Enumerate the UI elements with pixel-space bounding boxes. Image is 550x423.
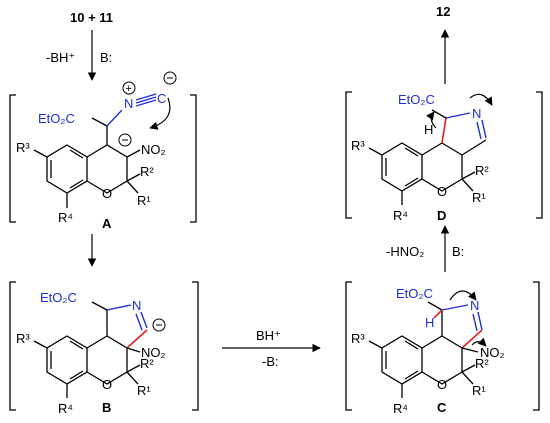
r4-label-A: R⁴ [58,210,73,225]
compound-B: EtO₂C N NO₂ O R² R¹ R³ R⁴ B [9,281,199,416]
r2-label-C: R² [475,356,489,371]
hydrogen-label-C: H [425,315,434,330]
negative-charge-icon [152,318,166,332]
ring-oxygen-B: O [102,377,112,392]
compound-label-D: D [437,208,446,223]
negative-charge-icon [118,133,132,147]
r1-label-A: R¹ [137,193,151,208]
arrow-BC-reagent-below: -B: [262,354,279,369]
r4-label-B: R⁴ [58,401,73,416]
curved-arrow-icon [469,93,493,106]
isocyanide-n-A: N [124,96,133,111]
product-label: 12 [436,4,450,19]
bracket-left-B [9,281,16,411]
arrow-BC-reagent-above: BH⁺ [256,328,281,343]
r2-label-D: R² [475,163,489,178]
r2-label-A: R² [140,164,154,179]
r1-label-C: R¹ [472,383,486,398]
bracket-left-A [9,94,16,223]
compound-C: EtO₂C H N NO₂ O R² R¹ R³ R⁴ C [345,281,540,416]
bracket-left-D [345,91,352,219]
compound-label-B: B [102,400,111,415]
r3-label-C: R³ [351,331,365,346]
ring-oxygen-A: O [102,186,112,201]
benzene-ring-A [46,144,88,194]
svg-text:+: + [126,83,132,95]
nitro-label-C: NO₂ [480,345,505,360]
bracket-left-C [345,281,352,411]
ring-oxygen-C: O [437,377,447,392]
r1-label-B: R¹ [137,383,151,398]
r3-label-A: R³ [16,140,30,155]
hydrogen-label-D: H [424,122,433,137]
ester-label-C: EtO₂C [396,286,433,301]
bracket-right-B [192,281,199,411]
bracket-right-D [536,91,543,219]
ester-label-A: EtO₂C [38,111,75,126]
step-1-acid-loss: -BH⁺ [46,50,75,65]
curved-arrow-icon [426,111,437,129]
compound-A: EtO₂C N C + NO₂ O R² R¹ R³ R⁴ A [9,71,197,231]
compound-label-C: C [437,400,447,415]
benzene-ring-C [381,335,423,385]
compound-label-A: A [102,216,112,231]
bracket-right-C [533,281,540,411]
imine-n-B: N [132,298,141,313]
curved-arrow-icon [471,337,487,347]
curved-arrow-icon [149,97,171,130]
imine-n-D: N [472,106,481,121]
benzene-ring-B [46,335,88,385]
positive-charge-icon [122,81,136,95]
r1-label-D: R¹ [472,190,486,205]
imine-n-C: N [470,298,479,313]
nitro-label-A: NO₂ [141,142,166,157]
ester-label-D: EtO₂C [398,92,435,107]
isocyanide-c-A: C [157,91,166,106]
r2-label-B: R² [140,356,154,371]
nitro-label-B: NO₂ [141,345,166,360]
compound-D: EtO₂C H N O R² R¹ R³ R⁴ D [345,91,543,223]
benzene-ring-D [381,142,423,192]
bracket-right-A [190,94,197,223]
step-1-base: B: [100,50,112,65]
ring-oxygen-D: O [437,184,447,199]
r3-label-D: R³ [351,138,365,153]
negative-charge-icon [163,71,177,85]
r3-label-B: R³ [16,331,30,346]
curved-arrow-icon [449,290,477,301]
arrow-CD-reagent-right: B: [452,244,464,259]
arrow-CD-reagent-left: -HNO₂ [386,244,424,259]
r4-label-C: R⁴ [393,401,408,416]
reactants-label: 10 + 11 [70,10,113,25]
ester-label-B: EtO₂C [40,290,77,305]
r4-label-D: R⁴ [393,208,408,223]
